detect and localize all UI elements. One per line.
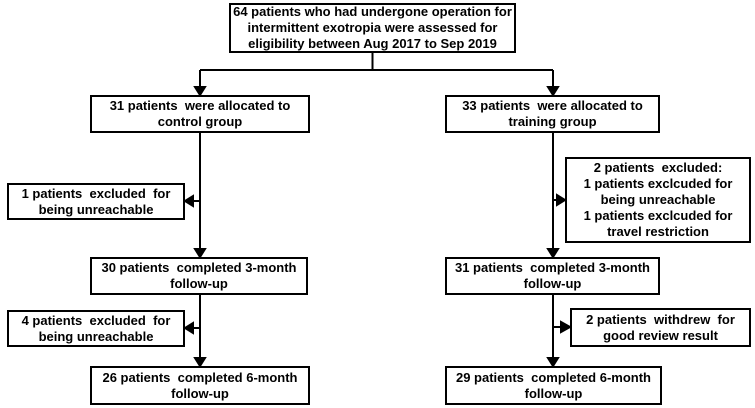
arrowhead-control-excl-3m xyxy=(183,194,194,208)
control-excluded-3month-box: 1 patients excluded for being unreachabl… xyxy=(7,183,185,220)
training-excluded-3month-text: 2 patients excluded: 1 patients exclcude… xyxy=(583,160,733,239)
assessed-eligibility-text: 64 patients who had undergone operation … xyxy=(233,4,512,51)
arrowhead-training-excl-3m xyxy=(556,193,567,207)
training-completed-3month-box: 31 patients completed 3-month follow-up xyxy=(445,257,660,295)
training-completed-3month-text: 31 patients completed 3-month follow-up xyxy=(454,260,651,291)
assessed-eligibility-box: 64 patients who had undergone operation … xyxy=(229,3,516,53)
arrowhead-control-allocated xyxy=(193,86,207,97)
arrowhead-training-withdrew-6m xyxy=(560,320,573,334)
training-allocated-box: 33 patients were allocated to training g… xyxy=(445,95,660,133)
control-excluded-3month-text: 1 patients excluded for being unreachabl… xyxy=(21,185,171,217)
control-completed-6month-text: 26 patients completed 6-month follow-up xyxy=(102,369,298,401)
training-completed-6month-box: 29 patients completed 6-month follow-up xyxy=(445,366,662,405)
training-completed-6month-text: 29 patients completed 6-month follow-up xyxy=(455,369,652,401)
control-allocated-box: 31 patients were allocated to control gr… xyxy=(90,95,310,133)
arrowhead-control-3m xyxy=(193,248,207,259)
arrowhead-control-excl-6m xyxy=(183,321,194,335)
training-allocated-text: 33 patients were allocated to training g… xyxy=(462,98,643,129)
arrowhead-control-6m xyxy=(193,357,207,368)
arrowhead-training-allocated xyxy=(546,86,560,97)
control-excluded-6month-text: 4 patients excluded for being unreachabl… xyxy=(21,312,171,344)
control-completed-3month-text: 30 patients completed 3-month follow-up xyxy=(101,260,297,291)
arrowhead-training-3m xyxy=(546,248,560,259)
training-withdrew-6month-text: 2 patients withdrew for good review resu… xyxy=(586,311,735,343)
training-withdrew-6month-box: 2 patients withdrew for good review resu… xyxy=(570,308,751,347)
control-completed-3month-box: 30 patients completed 3-month follow-up xyxy=(90,257,308,295)
training-excluded-3month-box: 2 patients excluded: 1 patients exclcude… xyxy=(565,157,751,243)
control-allocated-text: 31 patients were allocated to control gr… xyxy=(109,98,291,129)
arrowhead-training-6m xyxy=(546,357,560,368)
control-completed-6month-box: 26 patients completed 6-month follow-up xyxy=(90,366,310,405)
control-excluded-6month-box: 4 patients excluded for being unreachabl… xyxy=(7,310,185,347)
